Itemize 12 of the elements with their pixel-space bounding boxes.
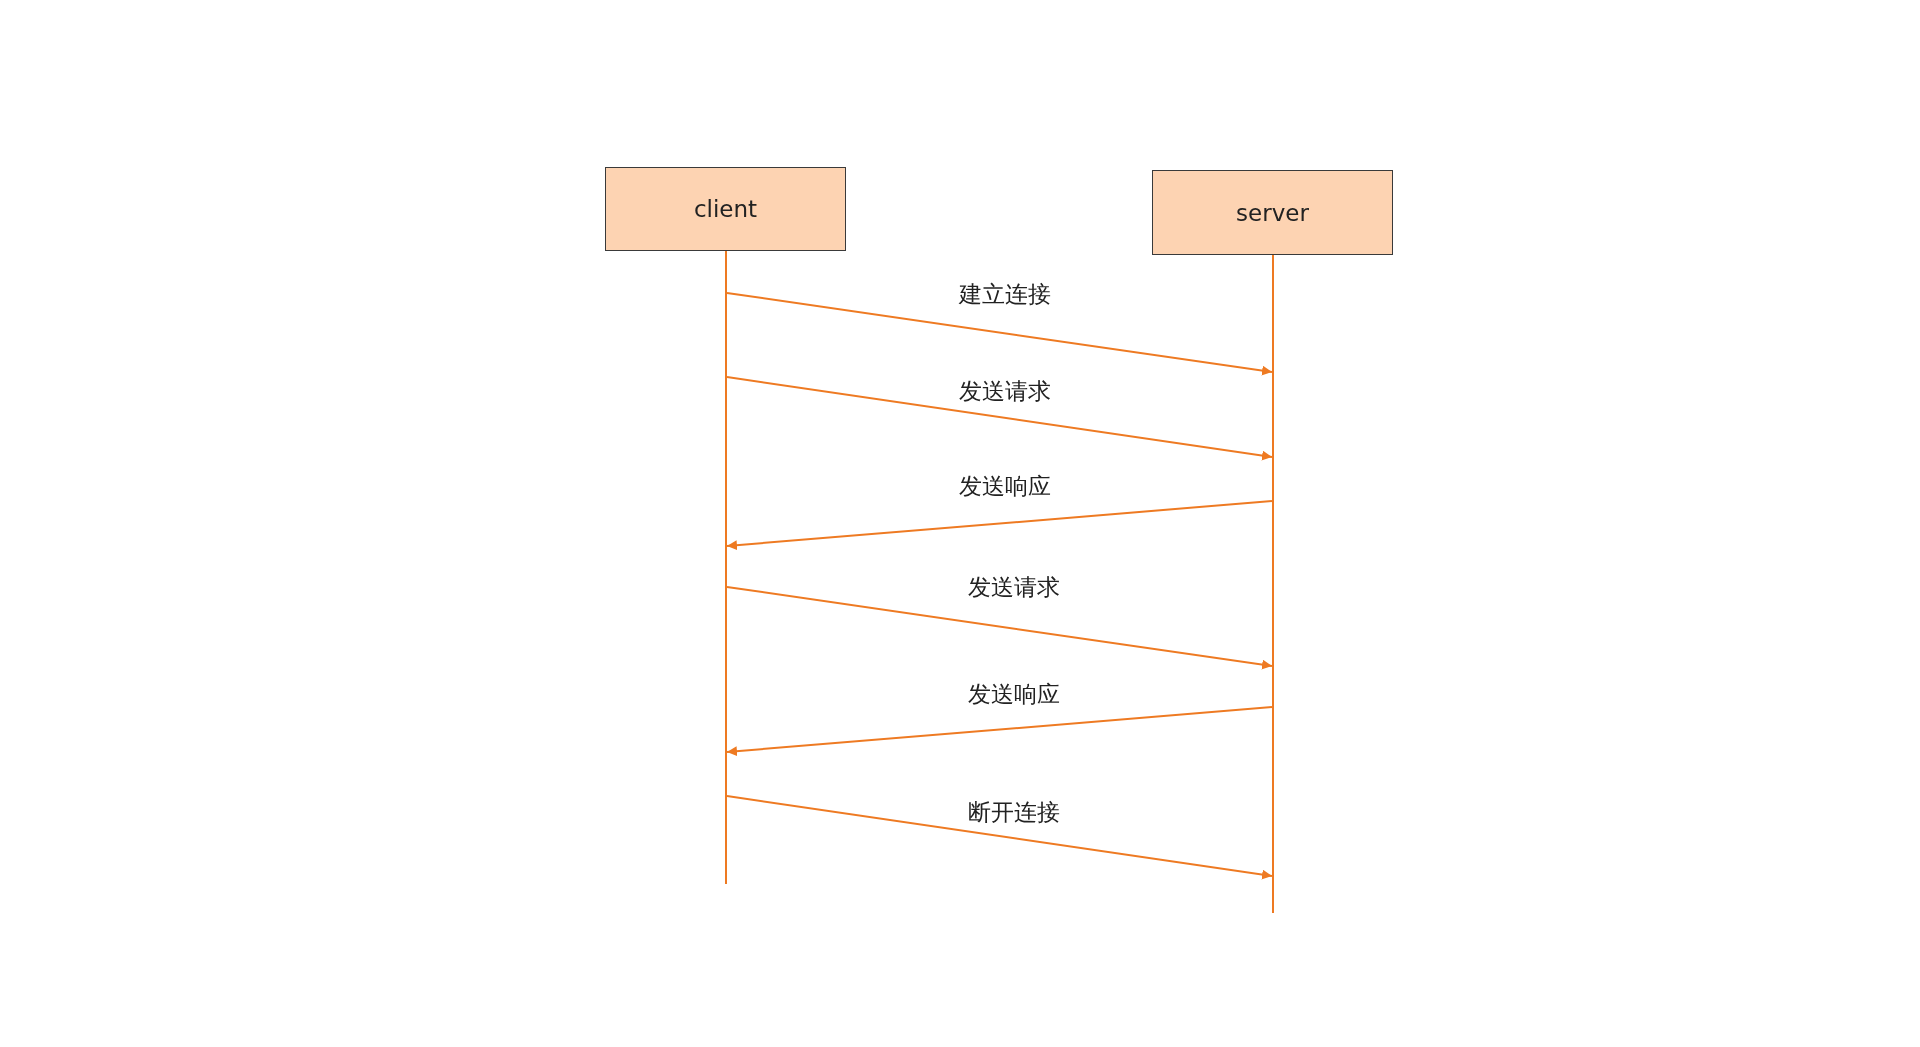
message-arrow [726,292,1273,376]
message-arrow [726,376,1273,461]
participant-box [1152,170,1393,255]
participant-name: server [1236,199,1309,226]
lifeline [725,251,727,884]
message-arrow [726,795,1273,880]
message-arrow [726,706,1273,757]
message-arrow [726,586,1273,670]
participant-box [605,167,846,251]
participant-name: client [693,196,758,222]
lifeline [1272,255,1274,913]
message-arrow [726,500,1273,551]
